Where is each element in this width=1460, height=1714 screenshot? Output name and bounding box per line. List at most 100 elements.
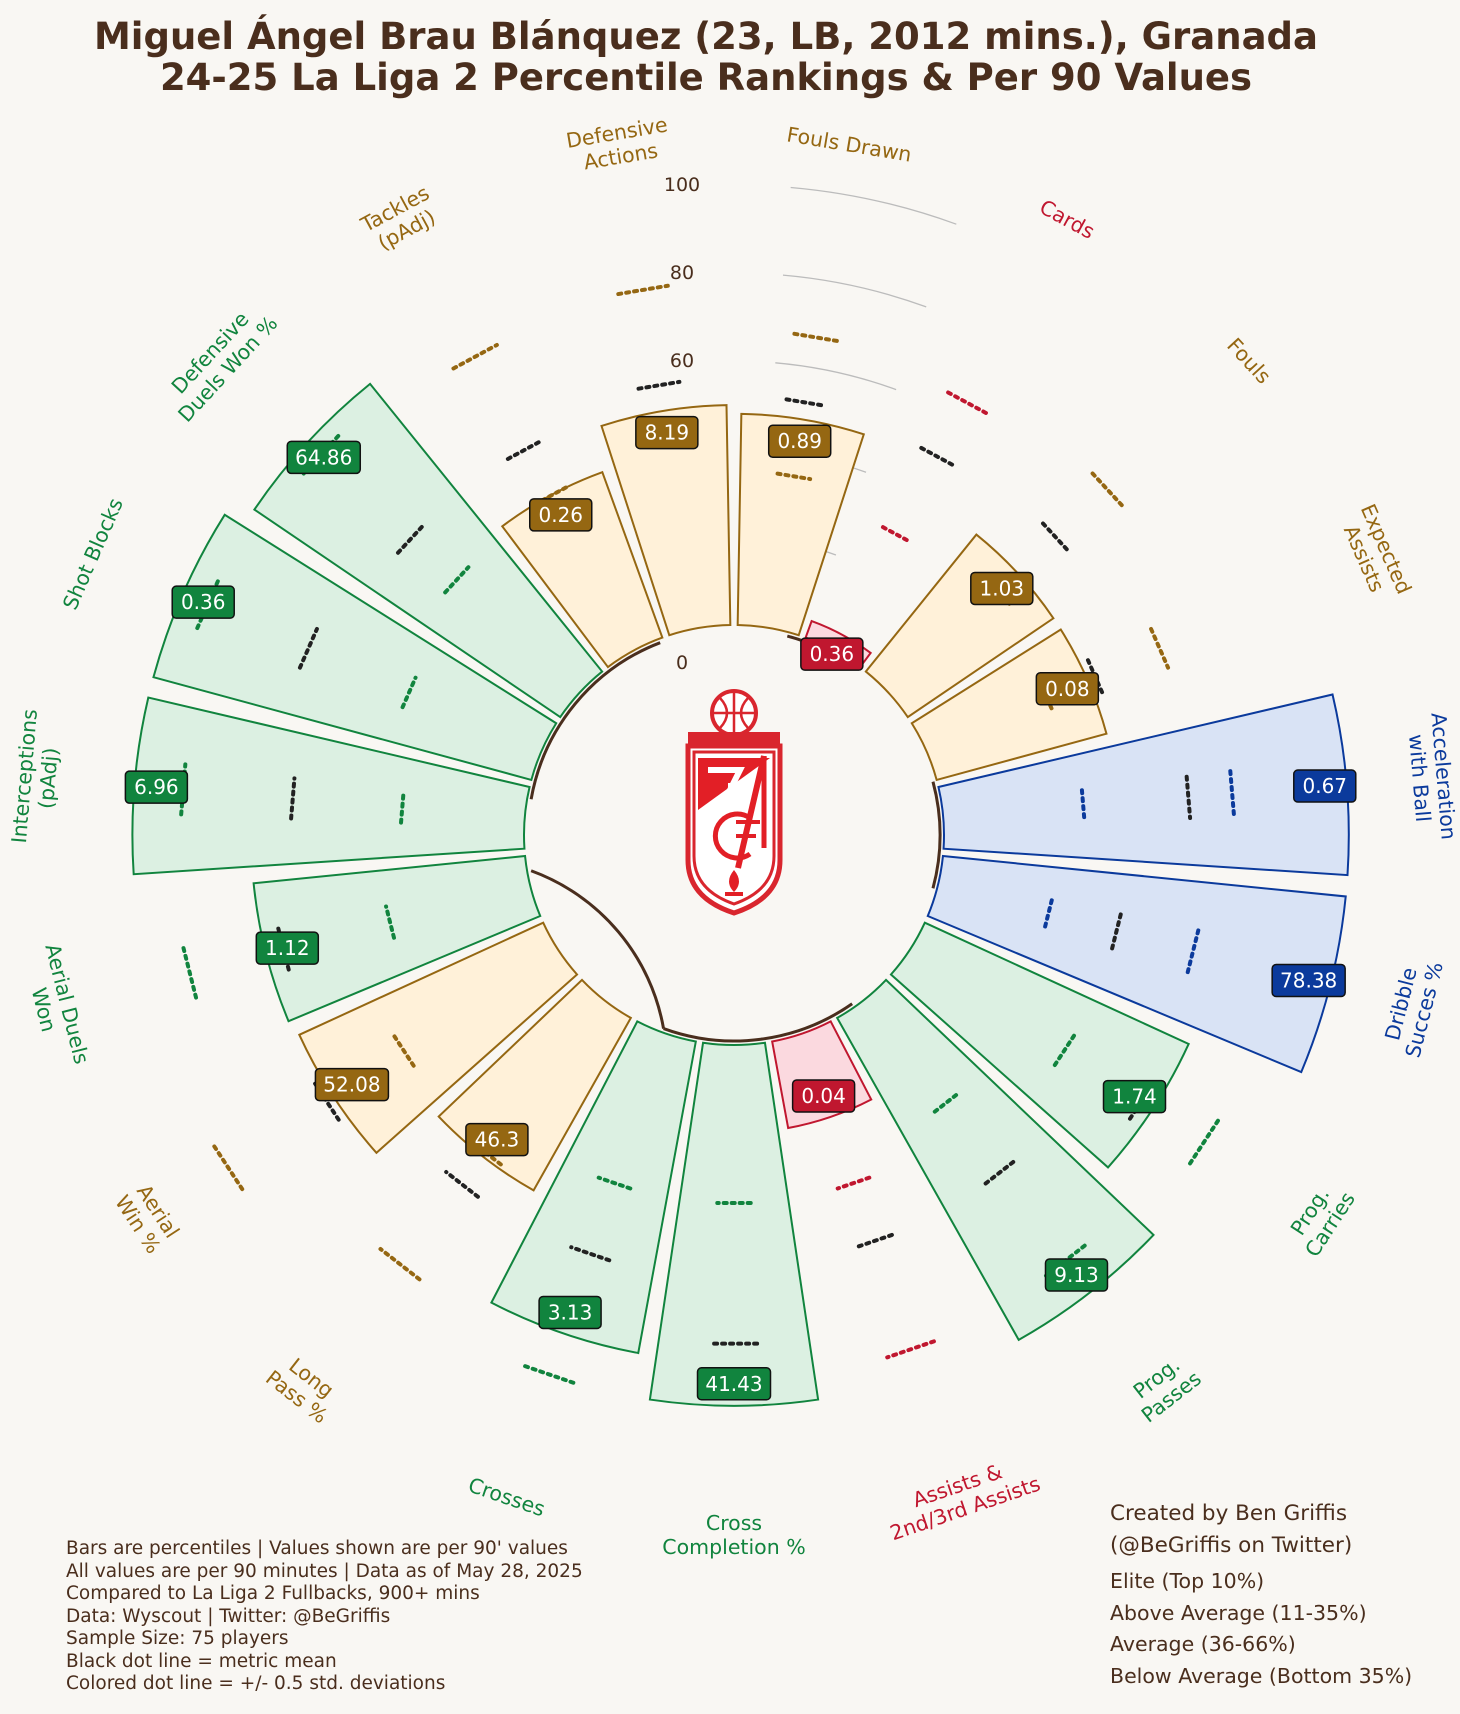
value-label: 64.86 (295, 445, 352, 469)
mean-dot-line (980, 1160, 1016, 1188)
value-label-box (1293, 769, 1357, 803)
radial-tick-label: 0 (676, 652, 688, 674)
chart-notes: Bars are percentiles | Values shown are … (66, 1538, 583, 1696)
granada-cf-crest-icon (685, 689, 783, 916)
std-dot-line (946, 390, 990, 416)
category-label-aerial-win: AerialWin % (110, 1178, 185, 1258)
value-label: 41.43 (705, 1372, 762, 1396)
std-dot-line (392, 1033, 416, 1068)
value-label-box (314, 1067, 390, 1102)
note-line: Sample Size: 75 players (66, 1628, 289, 1649)
value-label-box (1271, 963, 1346, 998)
value-label-box (171, 585, 235, 619)
std-dot-line (1185, 928, 1201, 975)
value-label-box (1035, 672, 1100, 706)
category-label-tackles-padj: Tackles(pAdj) (356, 181, 445, 259)
category-label-line: Completion % (662, 1535, 805, 1559)
value-label-box (1102, 1079, 1167, 1114)
std-dot-line (775, 471, 813, 482)
value-label: 52.08 (323, 1073, 380, 1097)
value-label: 3.13 (548, 1300, 593, 1324)
radial-tick-label: 100 (664, 174, 700, 196)
value-label-box (1044, 1258, 1109, 1292)
value-label: 0.36 (181, 590, 226, 614)
category-label-interceptions-padj: Interceptions(pAdj) (7, 708, 66, 846)
category-label-aerial-duels-won: Aerial DuelsWon (17, 941, 94, 1072)
mean-dot-line (505, 438, 545, 461)
bar-defensive-actions (600, 404, 732, 637)
value-label: 1.74 (1112, 1085, 1157, 1109)
value-label-box (286, 440, 362, 475)
value-label: 0.36 (810, 642, 855, 666)
std-dot-line (880, 525, 913, 544)
category-label-crosses: Crosses (465, 1473, 548, 1522)
bar-crosses (490, 1020, 697, 1355)
std-dot-line (1042, 898, 1054, 931)
std-dot-line (378, 1246, 422, 1282)
category-label-line: Cards (1036, 195, 1099, 244)
legend: Elite (Top 10%) Above Average (11-35%) A… (1110, 1566, 1412, 1692)
value-label-box (970, 571, 1034, 606)
inner-ring-arc (663, 1002, 854, 1043)
inner-ring-arc (931, 781, 942, 889)
value-label-box (696, 1367, 772, 1401)
bar-dribble-succes (926, 854, 1347, 1074)
value-label: 0.08 (1045, 677, 1090, 701)
value-label-box (791, 1079, 856, 1113)
value-label-box (538, 1295, 602, 1330)
value-label-box (465, 1122, 529, 1157)
std-dot-line (1228, 769, 1237, 819)
std-dot-line (533, 485, 568, 507)
mean-dot-line (784, 397, 828, 408)
value-label: 78.38 (1280, 969, 1337, 993)
credit-line: Created by Ben Griffis (1110, 1501, 1348, 1526)
value-label: 46.3 (475, 1128, 520, 1152)
mean-dot-line (1184, 774, 1193, 820)
legend-item-above-average: Above Average (11-35%) (1110, 1600, 1367, 1625)
category-label-fouls-drawn: Fouls Drawn (785, 122, 913, 166)
value-label-box (529, 498, 593, 532)
note-line: Bars are percentiles | Values shown are … (66, 1538, 568, 1559)
credit-line: (@BeGriffis on Twitter) (1110, 1532, 1353, 1558)
std-dot-line (616, 283, 670, 297)
mean-dot-line (444, 1170, 480, 1199)
inner-ring (529, 634, 942, 1043)
chart-title-line-2: 24-25 La Liga 2 Percentile Rankings & Pe… (159, 56, 1253, 99)
category-label-prog-passes: Prog.Passes (1122, 1347, 1206, 1427)
category-label-line: Fouls (1222, 333, 1276, 388)
bar-shot-blocks (152, 513, 558, 782)
std-dot-line (384, 904, 396, 940)
value-label: 0.67 (1303, 774, 1348, 798)
chart-title: Miguel Ángel Brau Blánquez (23, LB, 2012… (0, 16, 1412, 98)
category-label-long-pass: LongPass % (261, 1347, 347, 1429)
value-label-box (767, 424, 832, 458)
note-line: All values are per 90 minutes | Data as … (66, 1560, 583, 1582)
inner-ring-arc (530, 869, 666, 1029)
std-dot-line (210, 1141, 245, 1192)
bar-prog-passes (835, 978, 1155, 1342)
std-dot-line (443, 565, 471, 595)
category-label-defensive-duels-won: DefensiveDuels Won % (156, 295, 283, 427)
category-label-shot-blocks: Shot Blocks (58, 494, 128, 613)
std-dot-line (522, 1363, 576, 1385)
mean-dot-line (919, 445, 958, 469)
radial-tick-label: 80 (670, 262, 694, 284)
category-label-dribble-succes: DribbleSucces % (1377, 954, 1448, 1061)
bar-fouls-drawn (736, 412, 866, 637)
bar-expected-assists (910, 628, 1108, 782)
std-dot-line (885, 1339, 936, 1360)
mean-dot-line (289, 776, 297, 821)
std-dot-line (1188, 1118, 1220, 1166)
category-label-defensive-actions: DefensiveActions (564, 112, 673, 176)
value-label: 8.19 (645, 421, 690, 445)
value-label: 0.26 (538, 503, 583, 527)
legend-item-below-average: Below Average (Bottom 35%) (1110, 1663, 1413, 1688)
std-dot-line (1052, 1033, 1076, 1068)
std-dot-line (400, 675, 418, 710)
std-dot-line (1090, 471, 1126, 510)
grid-arc (775, 362, 897, 391)
std-dot-line (1079, 788, 1087, 824)
std-dot-line (835, 1175, 872, 1191)
std-dot-line (596, 1175, 633, 1191)
